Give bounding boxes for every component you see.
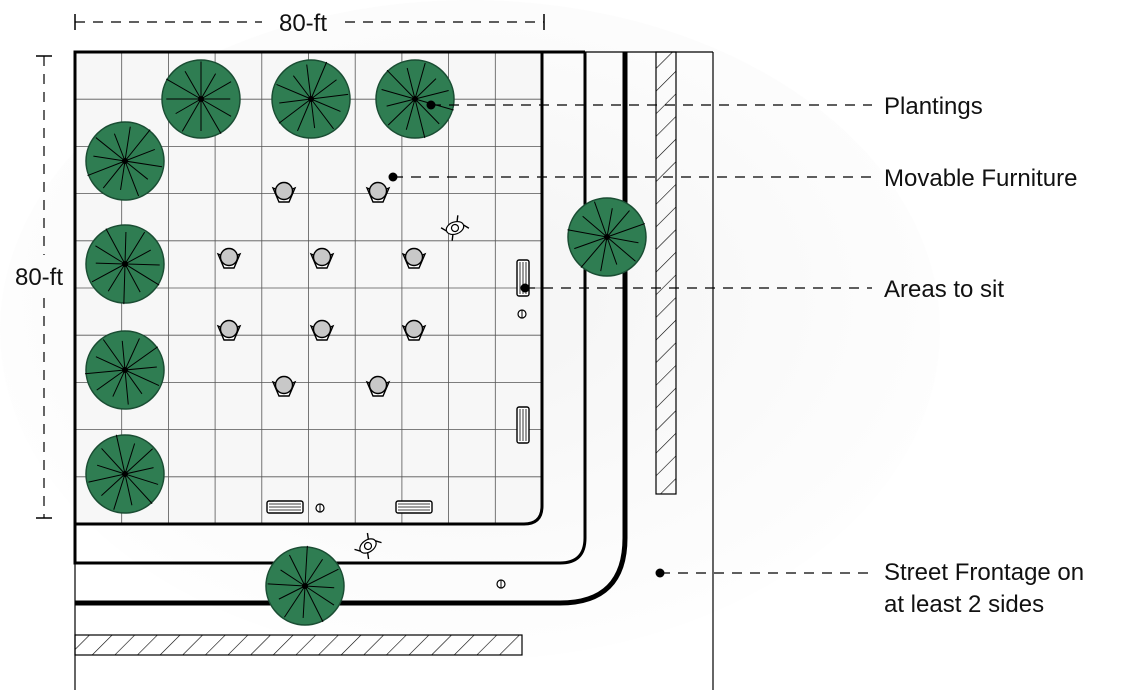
movable-chair bbox=[365, 181, 391, 203]
dimension-width: 80-ft bbox=[74, 10, 545, 37]
person-figure bbox=[354, 532, 382, 560]
movable-chair bbox=[309, 247, 335, 269]
curbs bbox=[73, 50, 714, 690]
tree bbox=[375, 59, 455, 139]
areas-to-sit-label: Areas to sit bbox=[884, 276, 1004, 303]
width-dimension-label: 80-ft bbox=[279, 10, 327, 37]
callout-street-frontage: Street Frontage on at least 2 sides bbox=[655, 559, 1084, 618]
bollard bbox=[496, 579, 506, 589]
person-figure bbox=[440, 215, 470, 241]
trees-group bbox=[84, 59, 647, 626]
callout-areas-to-sit: Areas to sit bbox=[520, 276, 1004, 303]
plaza bbox=[73, 50, 544, 526]
bench bbox=[395, 500, 433, 514]
movable-chair bbox=[365, 375, 391, 397]
tree bbox=[85, 224, 165, 305]
callout-movable-furniture: Movable Furniture bbox=[388, 165, 1077, 192]
movable-chair bbox=[216, 319, 242, 341]
hatched-strip-horizontal bbox=[74, 634, 523, 656]
tree bbox=[265, 545, 345, 626]
outer-curb bbox=[75, 52, 628, 606]
street-frontage-label-line2: at least 2 sides bbox=[884, 591, 1044, 618]
benches-group bbox=[266, 259, 530, 514]
movable-chair bbox=[309, 319, 335, 341]
tree bbox=[567, 197, 647, 277]
chairs-group bbox=[216, 181, 427, 397]
movable-chair bbox=[216, 247, 242, 269]
dimension-height: 80-ft bbox=[15, 55, 63, 519]
movable-chair bbox=[271, 181, 297, 203]
bollards bbox=[315, 309, 527, 589]
tree bbox=[84, 330, 165, 410]
movable-furniture-label: Movable Furniture bbox=[884, 165, 1077, 192]
inner-curb bbox=[73, 52, 587, 565]
bench bbox=[516, 406, 530, 444]
tree bbox=[161, 59, 241, 139]
height-dimension-label: 80-ft bbox=[15, 264, 63, 291]
tree bbox=[271, 59, 351, 139]
bollard bbox=[315, 503, 325, 513]
bollard bbox=[517, 309, 527, 319]
movable-chair bbox=[271, 375, 297, 397]
tree bbox=[85, 121, 165, 201]
plantings-label: Plantings bbox=[884, 93, 983, 120]
movable-chair bbox=[401, 319, 427, 341]
bench bbox=[266, 500, 304, 514]
plaza-edge bbox=[73, 50, 544, 526]
street-frontage-label-line1: Street Frontage on bbox=[884, 559, 1084, 586]
movable-chair bbox=[401, 247, 427, 269]
hatched-strip-vertical bbox=[655, 51, 677, 495]
tree bbox=[85, 434, 165, 514]
callout-plantings: Plantings bbox=[426, 93, 983, 120]
